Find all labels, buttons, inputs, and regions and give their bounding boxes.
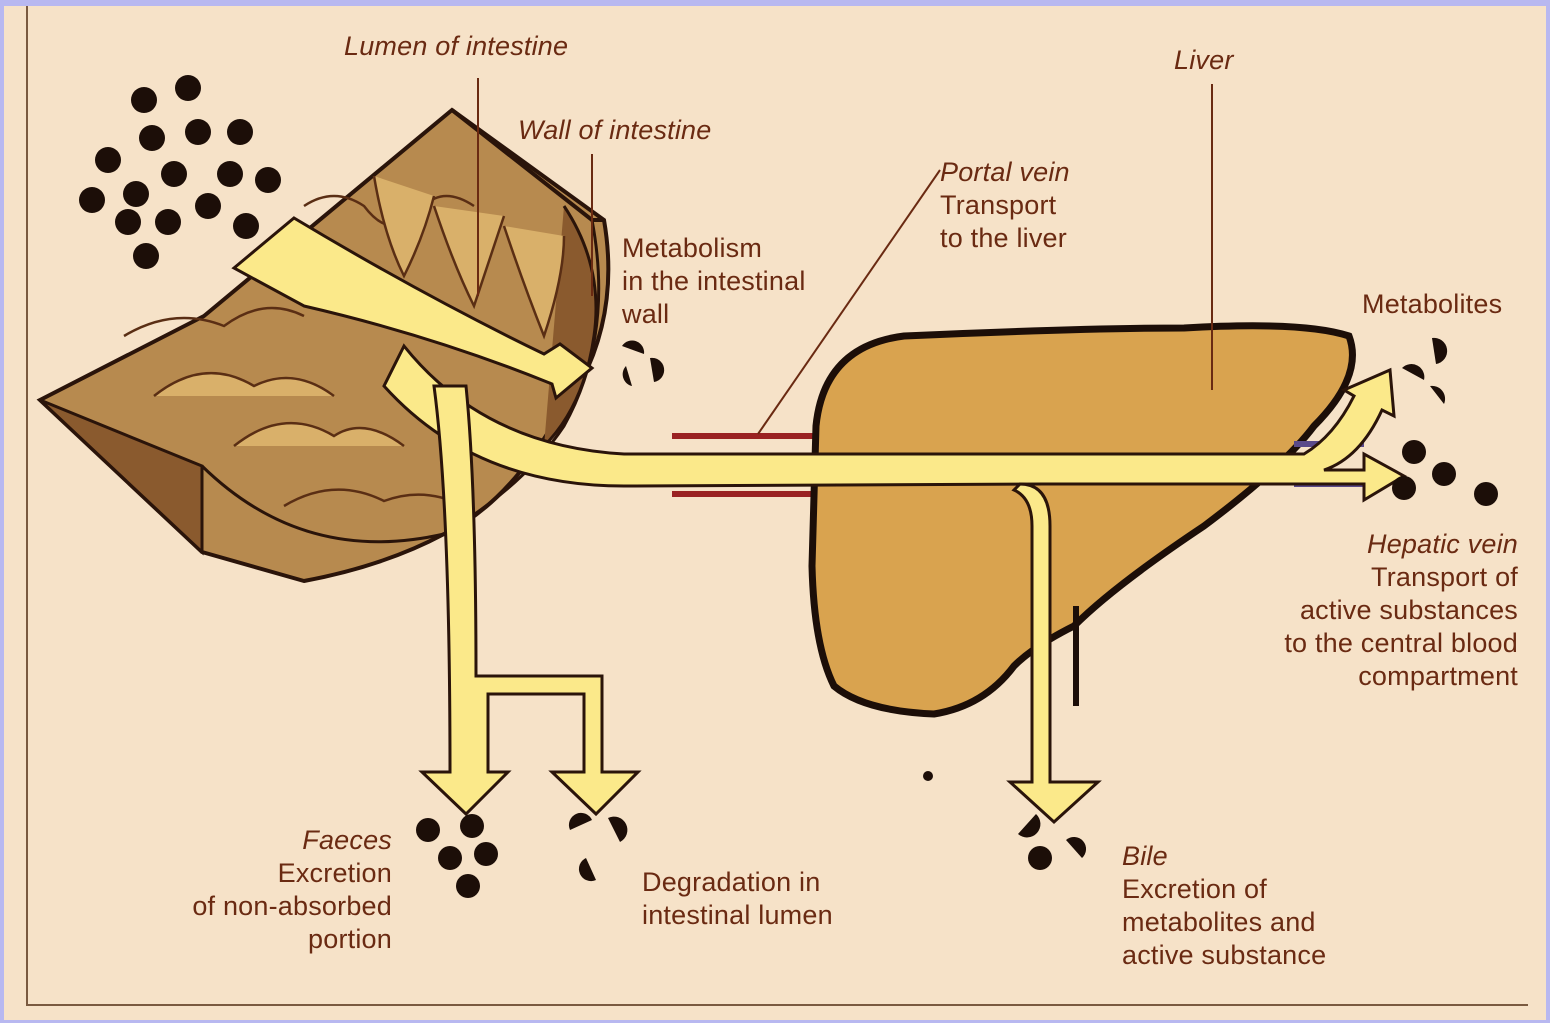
hepatic-vein-label: Hepatic vein Transport of active substan… [1284,528,1518,693]
bile-fragments [1018,814,1086,870]
hepatic-metabolites [1402,338,1447,404]
liver-label: Liver [1174,44,1234,77]
portal-vein-label: Portal vein Transport to the liver [940,156,1070,255]
metabolites-label: Metabolites [1362,288,1502,321]
stray-dot [923,771,933,781]
metabolism-label: Metabolism in the intestinal wall [622,232,806,331]
bile-label: Bile Excretion of metabolites and active… [1122,840,1326,972]
faeces-label: Faeces Excretion of non-absorbed portion [192,824,392,956]
dose-particles [79,75,281,269]
degradation-label: Degradation in intestinal lumen [642,866,833,932]
lumen-label: Lumen of intestine [344,30,568,63]
degradation-fragments [569,813,627,881]
hepatic-particles [1392,440,1498,506]
liver-shape [812,326,1352,714]
intestinal-metabolites [622,340,664,386]
faeces-particles [416,814,498,898]
wall-label: Wall of intestine [518,114,712,147]
diagram-slide: Lumen of intestine Wall of intestine Met… [4,6,1546,1020]
